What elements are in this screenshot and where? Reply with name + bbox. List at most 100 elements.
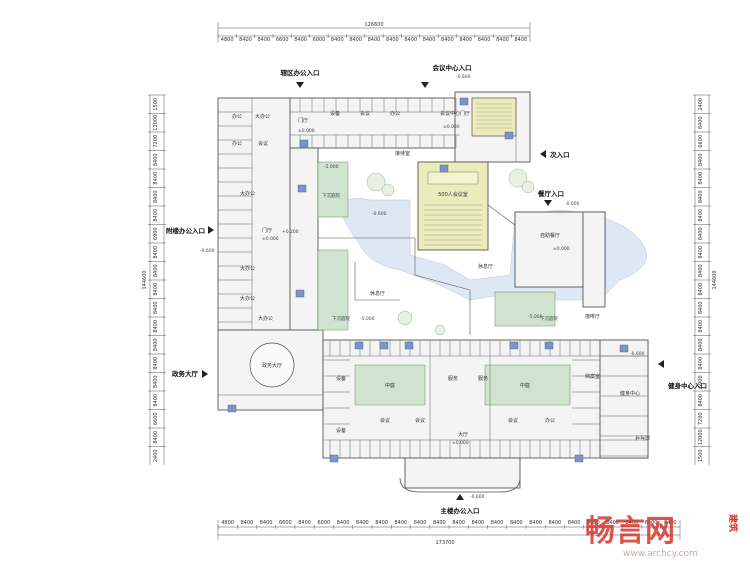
- main-entrance-drive: [399, 477, 521, 493]
- room-office-3: 办公: [390, 110, 400, 117]
- room-lobby: 大厅: [458, 431, 468, 438]
- dimension-segment: 8400: [239, 37, 252, 43]
- watermark-brand: 畅言网: [585, 514, 675, 549]
- dimension-segment: 4800: [221, 37, 234, 43]
- walkways: [318, 204, 516, 335]
- dimension-segment: 8400: [153, 283, 159, 296]
- room-meeting-1: 会议: [258, 140, 268, 147]
- entrance-gov-hall: 政务大厅: [172, 369, 208, 378]
- dimension-segment: 8400: [568, 520, 581, 526]
- room-fitness: 健身中心: [620, 390, 640, 397]
- dimension-segment: 8400: [153, 209, 159, 222]
- arrow-left-icon: [540, 150, 546, 158]
- level-mark-13: -0.600: [456, 74, 471, 80]
- room-lounge-2: 休息厅: [478, 263, 493, 270]
- entrance-restaurant-label: 餐厅入口: [537, 189, 564, 198]
- level-mark-8: -5.000: [360, 316, 375, 322]
- gov-hall-inner-label: 政务大厅: [262, 362, 282, 369]
- dimension-segment: 8400: [587, 520, 600, 526]
- entrance-gov-hall-label: 政务大厅: [172, 369, 199, 378]
- dimension-segment: 1500: [153, 98, 159, 111]
- room-pingpong: 乒乓球: [635, 435, 650, 442]
- entrance-secondary-label: 次入口: [550, 150, 570, 159]
- dimension-segment: 6900: [153, 227, 159, 240]
- level-mark-15: -0.600: [630, 351, 645, 357]
- top-total-dimension: 126600: [364, 22, 383, 28]
- stair-core: [295, 289, 305, 298]
- dimension-segment: 6600: [153, 412, 159, 425]
- level-mark-10: -0.600: [372, 211, 387, 217]
- dimension-segment: 8400: [153, 172, 159, 185]
- dimension-segment: 8400: [698, 394, 704, 407]
- stair-core: [404, 341, 414, 350]
- left-segment-labels: 1500120007200840084008400840069008400840…: [148, 94, 166, 462]
- entrance-fitness: 健身中心入口: [658, 360, 707, 390]
- level-mark-1: ±0.000: [298, 128, 315, 134]
- dimension-segment: 2400: [153, 449, 159, 462]
- level-mark-6: ±0.000: [452, 440, 469, 446]
- dimension-segment: 8400: [698, 283, 704, 296]
- level-marks: ±0.000 ±0.000 ±0.000 +0.200 ±0.000 ±0.00…: [200, 74, 645, 500]
- watermark: 畅言网 建筑 www.archcy.com: [585, 514, 739, 559]
- dimension-segment: 6600: [698, 135, 704, 148]
- room-meeting-2: 会议: [360, 110, 370, 117]
- dimension-segment: 8400: [478, 37, 491, 43]
- room-big-office-5: 大办公: [258, 315, 273, 322]
- room-garden-1: 中庭: [385, 382, 395, 389]
- arrow-down-icon: [296, 82, 304, 88]
- dimension-segment: 8400: [414, 520, 427, 526]
- stair-core: [504, 131, 514, 140]
- dimension-segment: 8400: [510, 520, 523, 526]
- entrance-fitness-label: 健身中心入口: [668, 381, 707, 390]
- level-mark-12: -0.600: [565, 201, 580, 207]
- level-mark-7: -5.000: [324, 164, 339, 170]
- lecture-hall-seating: [476, 103, 512, 129]
- lecture-hall: [471, 97, 517, 137]
- dimension-segment: 2400: [698, 98, 704, 111]
- interior-partitions: [218, 98, 648, 458]
- dimension-segment: 8400: [375, 520, 388, 526]
- gov-hall-rotunda: [249, 342, 295, 388]
- dimension-segment: 6000: [318, 520, 331, 526]
- right-segment-labels: 2400 8400 6600 8400 8400 8400 8400 8400 8400 8400…: [693, 94, 711, 462]
- dimension-segment: 4800: [221, 520, 234, 526]
- dimension-segment: 8400: [423, 37, 436, 43]
- auditorium-seating: [424, 204, 482, 246]
- dimension-segment: 8400: [698, 227, 704, 240]
- room-meeting-4: 会议: [415, 417, 425, 424]
- dimension-segment: 8400: [698, 209, 704, 222]
- dimension-segment: 1500: [698, 449, 704, 462]
- room-office-4: 办公: [545, 417, 555, 424]
- room-door-hall-2: 门厅: [298, 117, 308, 124]
- level-mark-5: ±0.000: [553, 246, 570, 252]
- dimension-segment: 8400: [698, 320, 704, 333]
- dimension-segment: 8400: [698, 172, 704, 185]
- dimension-segment: 8400: [153, 190, 159, 203]
- dimension-segment: 8400: [153, 357, 159, 370]
- room-door-hall: 门厅: [262, 227, 272, 234]
- room-equipment-2: 设备: [336, 375, 346, 382]
- level-mark-11: -0.600: [200, 248, 215, 254]
- level-mark-3: ±0.000: [262, 236, 279, 242]
- dimension-segment: 8400: [433, 520, 446, 526]
- arrow-left-icon: [658, 360, 664, 368]
- room-sunken-court-2: 下沉庭院: [332, 315, 350, 322]
- room-big-office-2: 大办公: [240, 190, 255, 197]
- entrance-secondary: 次入口: [540, 150, 570, 159]
- room-meeting-3: 会议: [380, 417, 390, 424]
- dimension-segment: 6900: [698, 375, 704, 388]
- stair-core: [439, 164, 449, 173]
- entrance-conference: 会议中心入口: [421, 63, 472, 88]
- level-mark-2: ±0.000: [443, 124, 460, 130]
- room-service-2: 服务: [478, 375, 488, 382]
- room-archive: 档案室: [585, 373, 600, 380]
- room-reception: 接待室: [395, 150, 410, 157]
- building-walls: [217, 91, 649, 489]
- dimension-segment: 8400: [698, 190, 704, 203]
- stair-core: [574, 454, 584, 463]
- dimension-segment: 8400: [698, 264, 704, 277]
- dimension-segment: 8400: [356, 520, 369, 526]
- room-labels: 办公 大办公 办公 会议 大办公 门厅 大办公 大办公 大办公 门厅 设备 会议…: [232, 110, 650, 442]
- entrance-main-office-label: 主楼办公入口: [441, 506, 480, 515]
